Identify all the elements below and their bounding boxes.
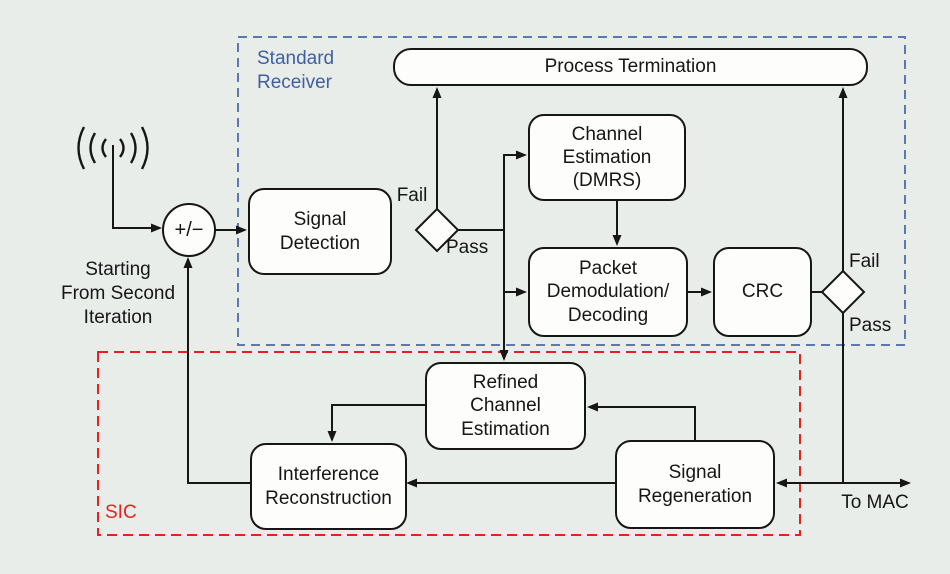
node-signal-regeneration: Signal Regeneration <box>615 440 775 529</box>
summation-node-circle <box>162 203 216 257</box>
edge-regen-to-refined-ce <box>587 402 696 440</box>
edge-label-sd-pass: Pass <box>446 237 489 258</box>
sic-region-label: SIC <box>105 502 137 523</box>
sic-region-border <box>97 351 801 536</box>
node-refined-channel-estimation: Refined Channel Estimation <box>425 362 586 450</box>
node-signal-detection: Signal Detection <box>248 188 392 275</box>
decision-diamond-crc <box>820 269 866 315</box>
to-mac-label: To MAC <box>841 492 909 513</box>
edge-label-sd-fail: Fail <box>396 185 428 206</box>
edge-feedback-to-sum <box>183 257 250 484</box>
standard-receiver-region-border <box>237 36 906 346</box>
edge-refined-ce-to-interference <box>327 404 425 442</box>
standard-receiver-region-label: Standard Receiver <box>257 48 335 93</box>
decision-diamond-signal-detection <box>414 207 460 253</box>
starting-iteration-label: Starting From Second Iteration <box>60 259 176 328</box>
antenna-icon <box>77 126 149 170</box>
edge-pass-to-channel-estimation <box>503 150 527 230</box>
summation-node-label: +/− <box>174 218 204 241</box>
node-crc: CRC <box>713 247 812 337</box>
edge-label-crc-fail: Fail <box>849 251 880 272</box>
connector-lines <box>112 87 911 488</box>
edge-label-crc-pass: Pass <box>849 315 892 336</box>
node-channel-estimation: Channel Estimation (DMRS) <box>528 114 686 201</box>
node-process-termination: Process Termination <box>393 48 868 86</box>
node-packet-demodulation: Packet Demodulation/ Decoding <box>528 247 688 337</box>
edge-antenna-to-sum <box>112 145 162 233</box>
node-interference-reconstruction: Interference Reconstruction <box>250 443 407 530</box>
